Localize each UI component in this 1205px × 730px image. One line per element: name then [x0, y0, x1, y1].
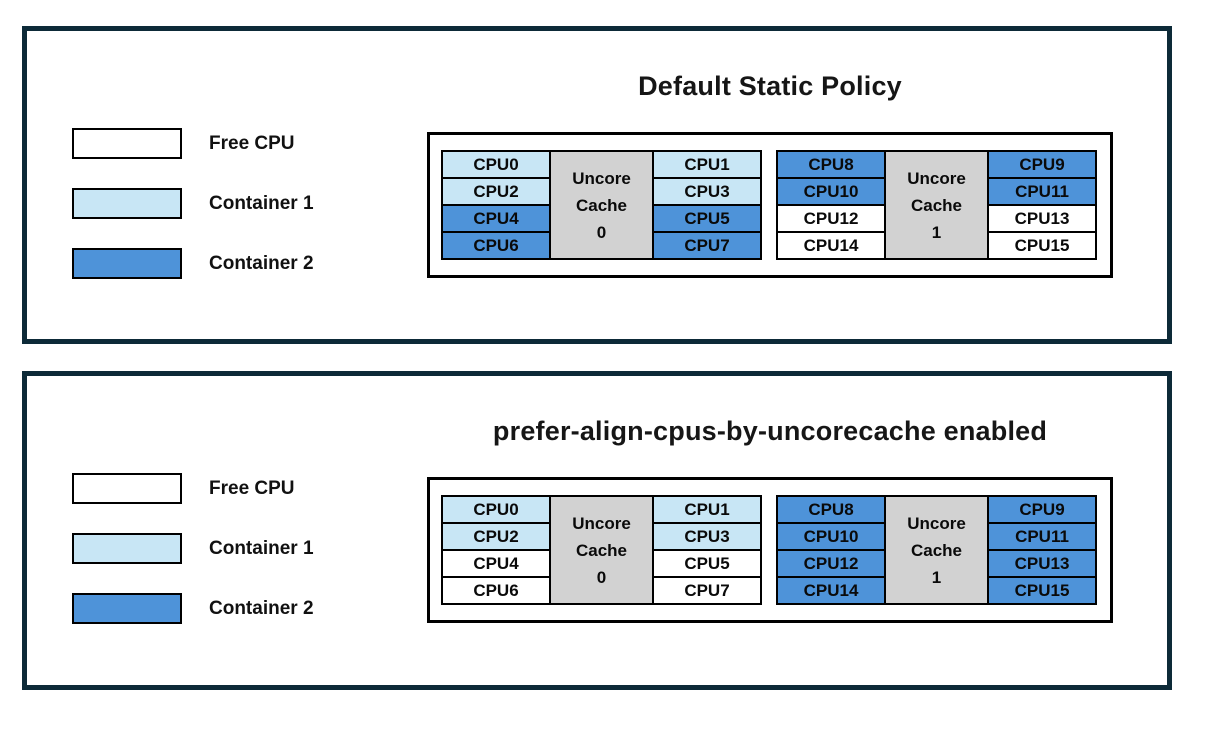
- cpu-cell: CPU12: [776, 549, 886, 578]
- legend-label: Container 1: [209, 537, 314, 559]
- cpu-cell: CPU13: [987, 204, 1097, 233]
- cpu-cell: CPU15: [987, 576, 1097, 605]
- cpu-cell: CPU2: [441, 177, 551, 206]
- cpu-column: CPU8 CPU10 CPU12 CPU14: [776, 495, 886, 605]
- cpu-cell: CPU0: [441, 150, 551, 179]
- legend-item-free-cpu: Free CPU: [72, 128, 314, 159]
- legend-label: Free CPU: [209, 477, 295, 499]
- cpu-cell: CPU5: [652, 549, 762, 578]
- cpu-cell: CPU7: [652, 231, 762, 260]
- legend-item-container-1: Container 1: [72, 533, 314, 564]
- uncore-label-line: Cache: [910, 540, 963, 560]
- cpu-cell: CPU9: [987, 495, 1097, 524]
- uncore-cache-0-box: Uncore Cache 0: [549, 495, 654, 605]
- legend-item-container-2: Container 2: [72, 593, 314, 624]
- uncore-cache-0-box: Uncore Cache 0: [549, 150, 654, 260]
- panel-default-static-policy: Default Static Policy Free CPU Container…: [22, 26, 1172, 344]
- panel-title: Default Static Policy: [638, 71, 902, 101]
- legend-swatch-free-cpu: [72, 473, 182, 504]
- legend-swatch-container-2: [72, 593, 182, 624]
- cpu-cell: CPU4: [441, 549, 551, 578]
- cpu-cell: CPU11: [987, 522, 1097, 551]
- uncore-label-line: Cache: [575, 195, 628, 215]
- legend-label: Container 2: [209, 597, 314, 619]
- panel-prefer-align-cpus-by-uncorecache: prefer-align-cpus-by-uncorecache enabled…: [22, 371, 1172, 690]
- uncore-label-line: 0: [596, 222, 607, 242]
- cpu-cell: CPU0: [441, 495, 551, 524]
- cpu-cell: CPU10: [776, 177, 886, 206]
- cpu-column: CPU9 CPU11 CPU13 CPU15: [987, 495, 1097, 605]
- uncore-label-line: Uncore: [907, 168, 966, 188]
- uncore-label-line: Uncore: [572, 168, 631, 188]
- cpu-cell: CPU14: [776, 576, 886, 605]
- legend: Free CPU Container 1 Container 2: [72, 128, 314, 279]
- uncore-cache-1-box: Uncore Cache 1: [884, 150, 989, 260]
- cpu-cell: CPU3: [652, 522, 762, 551]
- uncore-group-0: CPU0 CPU2 CPU4 CPU6 Uncore Cache 0 CPU1 …: [441, 150, 762, 260]
- uncore-group-1: CPU8 CPU10 CPU12 CPU14 Uncore Cache 1 CP…: [776, 150, 1097, 260]
- panel-title: prefer-align-cpus-by-uncorecache enabled: [492, 416, 1048, 446]
- cpu-cell: CPU10: [776, 522, 886, 551]
- cpu-cell: CPU5: [652, 204, 762, 233]
- cpu-cell: CPU1: [652, 495, 762, 524]
- cpu-cell: CPU13: [987, 549, 1097, 578]
- legend-swatch-container-2: [72, 248, 182, 279]
- cpu-cell: CPU2: [441, 522, 551, 551]
- cpu-cell: CPU12: [776, 204, 886, 233]
- uncore-cache-1-box: Uncore Cache 1: [884, 495, 989, 605]
- cpu-cell: CPU8: [776, 495, 886, 524]
- uncore-group-0: CPU0 CPU2 CPU4 CPU6 Uncore Cache 0 CPU1 …: [441, 495, 762, 605]
- legend-label: Container 1: [209, 192, 314, 214]
- cpu-cell: CPU3: [652, 177, 762, 206]
- cpu-column: CPU1 CPU3 CPU5 CPU7: [652, 150, 762, 260]
- cpu-cell: CPU8: [776, 150, 886, 179]
- uncore-label-line: Uncore: [572, 513, 631, 533]
- uncore-label-line: Cache: [575, 540, 628, 560]
- uncore-label-line: Uncore: [907, 513, 966, 533]
- legend-swatch-container-1: [72, 533, 182, 564]
- cpu-column: CPU9 CPU11 CPU13 CPU15: [987, 150, 1097, 260]
- uncore-label-line: Cache: [910, 195, 963, 215]
- cpu-column: CPU0 CPU2 CPU4 CPU6: [441, 495, 551, 605]
- uncore-group-1: CPU8 CPU10 CPU12 CPU14 Uncore Cache 1 CP…: [776, 495, 1097, 605]
- legend-label: Free CPU: [209, 132, 295, 154]
- cpu-cell: CPU6: [441, 576, 551, 605]
- cpu-topology-diagram: CPU0 CPU2 CPU4 CPU6 Uncore Cache 0 CPU1 …: [427, 477, 1113, 623]
- legend: Free CPU Container 1 Container 2: [72, 473, 314, 624]
- cpu-column: CPU1 CPU3 CPU5 CPU7: [652, 495, 762, 605]
- cpu-column: CPU8 CPU10 CPU12 CPU14: [776, 150, 886, 260]
- cpu-column: CPU0 CPU2 CPU4 CPU6: [441, 150, 551, 260]
- cpu-cell: CPU14: [776, 231, 886, 260]
- legend-swatch-container-1: [72, 188, 182, 219]
- uncore-label-line: 1: [931, 567, 942, 587]
- legend-item-container-2: Container 2: [72, 248, 314, 279]
- cpu-topology-diagram: CPU0 CPU2 CPU4 CPU6 Uncore Cache 0 CPU1 …: [427, 132, 1113, 278]
- cpu-cell: CPU1: [652, 150, 762, 179]
- cpu-cell: CPU6: [441, 231, 551, 260]
- uncore-label-line: 1: [931, 222, 942, 242]
- cpu-cell: CPU15: [987, 231, 1097, 260]
- legend-item-container-1: Container 1: [72, 188, 314, 219]
- cpu-cell: CPU7: [652, 576, 762, 605]
- uncore-label-line: 0: [596, 567, 607, 587]
- legend-swatch-free-cpu: [72, 128, 182, 159]
- cpu-cell: CPU4: [441, 204, 551, 233]
- cpu-cell: CPU11: [987, 177, 1097, 206]
- legend-item-free-cpu: Free CPU: [72, 473, 314, 504]
- legend-label: Container 2: [209, 252, 314, 274]
- cpu-cell: CPU9: [987, 150, 1097, 179]
